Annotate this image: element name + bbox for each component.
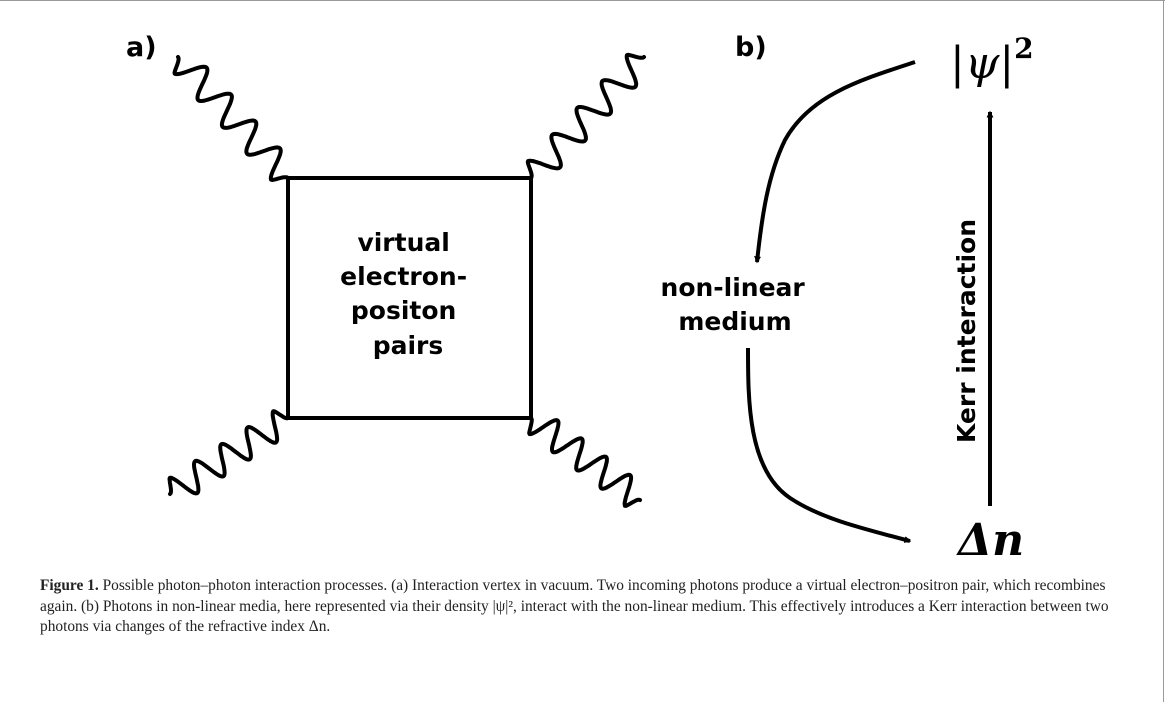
medium-line-1: non-linear — [661, 273, 806, 302]
caption-label: Figure 1. — [40, 577, 99, 594]
medium-label: non-linear medium — [661, 273, 814, 336]
panel-a-label: a) — [126, 32, 157, 63]
virtual-pair-box — [286, 176, 533, 420]
kerr-interaction-label: Kerr interaction — [952, 219, 981, 443]
refractive-index-symbol: Δn — [956, 515, 1024, 566]
panel-b: b) |ψ|2 Δn non-linear medium Kerr intera… — [661, 32, 1034, 566]
photon-top-right — [525, 52, 646, 180]
box-line-3: positon — [351, 296, 456, 325]
density-psi: |ψ| — [950, 38, 1014, 89]
box-line-1: virtual — [357, 228, 449, 257]
density-symbol: |ψ|2 — [950, 32, 1034, 89]
photon-bottom-left — [167, 409, 290, 496]
panel-a: a) virtual electron- positon pairs — [126, 32, 646, 508]
photon-top-left — [172, 55, 290, 182]
virtual-pair-label: virtual electron- positon pairs — [340, 228, 476, 360]
box-line-4: pairs — [373, 331, 444, 360]
caption-text: Possible photon–photon interaction proce… — [40, 577, 1109, 635]
medium-line-2: medium — [678, 307, 791, 336]
panel-b-label: b) — [735, 32, 767, 63]
figure-caption: Figure 1. Possible photon–photon interac… — [40, 576, 1145, 638]
figure-frame-right — [1163, 0, 1164, 702]
photon-bottom-right — [527, 416, 642, 508]
arrow-medium-to-index — [746, 347, 912, 543]
figure-frame-top — [0, 0, 1165, 1]
figure-illustration: a) virtual electron- positon pairs b) |ψ… — [126, 32, 1034, 566]
box-line-2: electron- — [340, 262, 467, 291]
density-exponent: 2 — [1014, 32, 1033, 65]
arrow-density-to-medium — [754, 60, 916, 264]
